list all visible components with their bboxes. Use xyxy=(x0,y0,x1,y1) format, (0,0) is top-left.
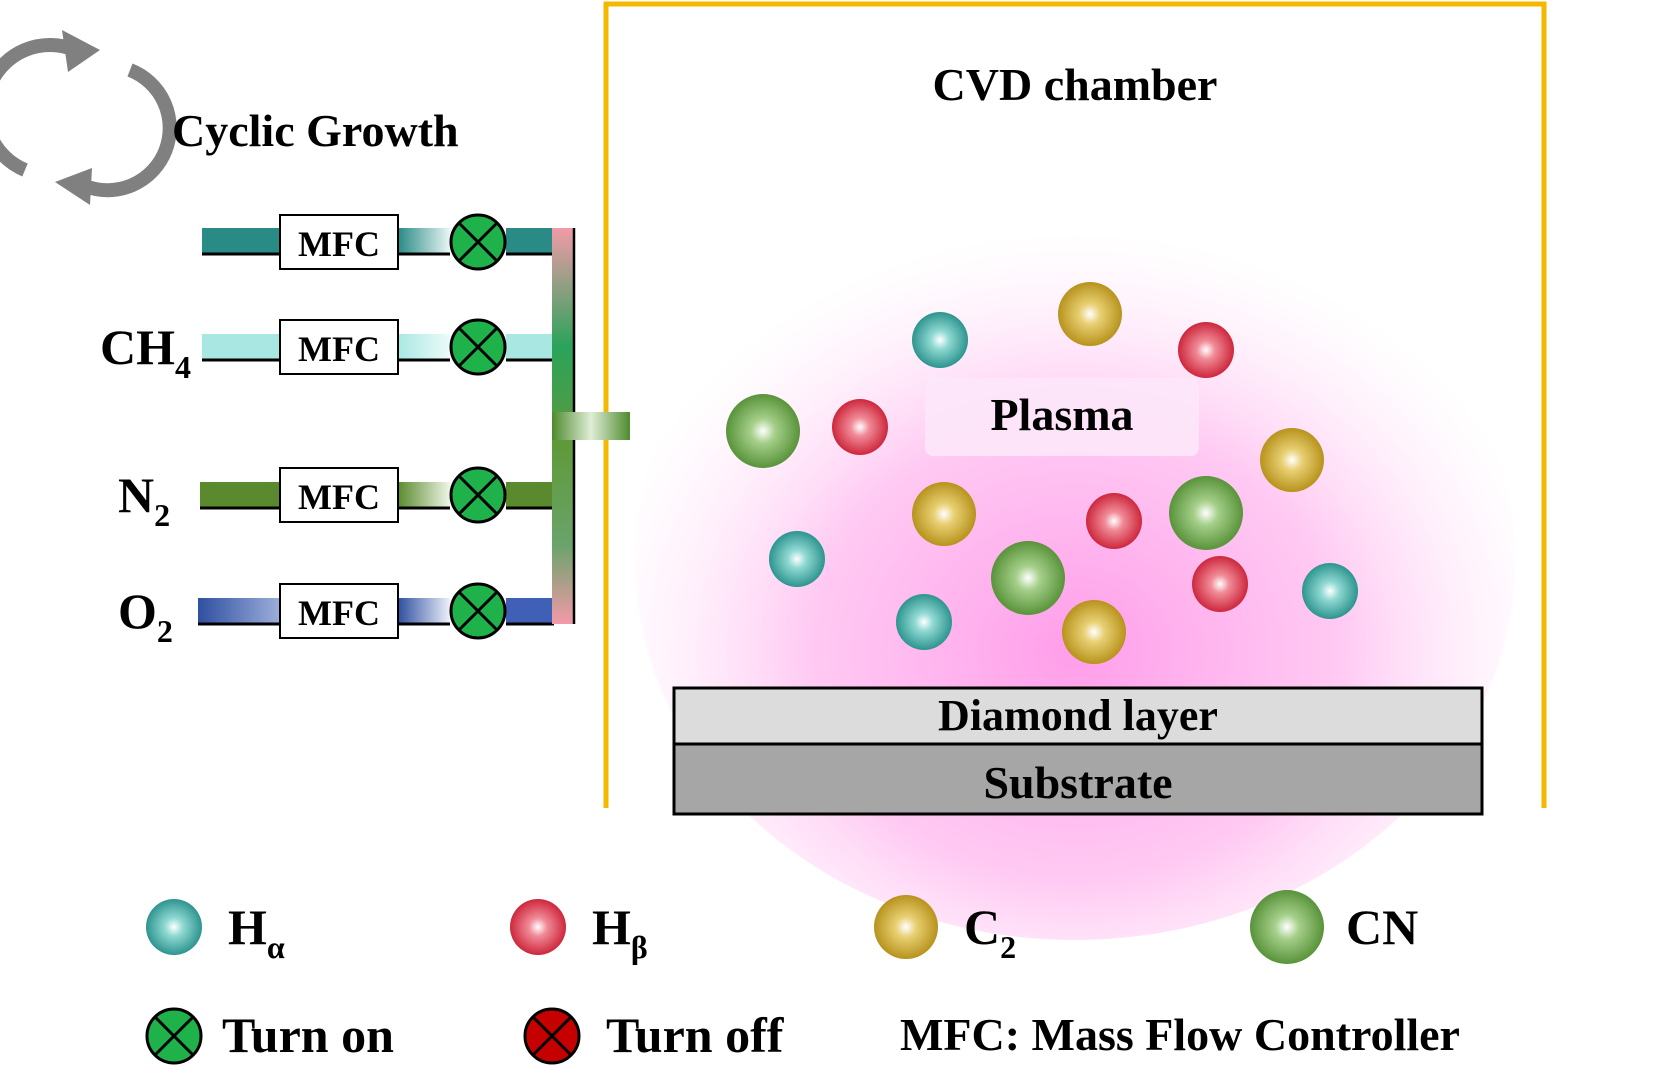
h-beta-sphere xyxy=(1178,322,1234,378)
c2-sphere xyxy=(912,482,976,546)
mfc-box xyxy=(279,467,399,523)
h-alpha-sphere xyxy=(769,531,825,587)
green-sphere-icon xyxy=(1250,890,1324,964)
manifold-outlet xyxy=(552,412,630,440)
legend-item-c2: C2 xyxy=(874,895,1016,965)
c2-sphere xyxy=(1062,600,1126,664)
c2-sphere xyxy=(1058,282,1122,346)
gas-line-o2: O2 MFC xyxy=(118,582,554,649)
valve-on-icon[interactable] xyxy=(449,213,507,271)
svg-text:Hβ: Hβ xyxy=(592,899,648,965)
turn-off-label: Turn off xyxy=(606,1007,785,1063)
teal-sphere-icon xyxy=(146,899,202,955)
substrate xyxy=(672,742,1484,816)
mfc-box xyxy=(279,214,399,270)
valve-on-icon xyxy=(145,1007,203,1065)
plasma-species xyxy=(726,282,1358,664)
legend-item-cn: CN xyxy=(1250,890,1418,964)
gas-line-ch4: CH4 MFC xyxy=(100,318,554,385)
legend-item-turn-off: Turn off xyxy=(523,1007,785,1065)
cvd-chamber: CVD chamber xyxy=(603,1,1547,808)
cyclic-arrows-icon xyxy=(0,30,177,205)
valve-on-icon[interactable] xyxy=(449,582,507,640)
plasma-label-box xyxy=(925,378,1199,456)
legend-item-h-alpha: Hα xyxy=(146,899,285,965)
mfc-box xyxy=(279,319,399,375)
gold-sphere-icon xyxy=(874,895,938,959)
cn-sphere xyxy=(726,394,800,468)
chamber-title: CVD chamber xyxy=(933,59,1218,110)
h-alpha-sphere xyxy=(912,312,968,368)
gas-label-ch4: CH4 xyxy=(100,319,191,385)
diamond-layer-label: Diamond layer xyxy=(938,691,1218,740)
gas-line-n2: N2 MFC xyxy=(118,466,554,533)
valve-off-icon xyxy=(523,1007,581,1065)
red-sphere-icon xyxy=(510,899,566,955)
valve-on-icon[interactable] xyxy=(449,318,507,376)
legend-item-h-beta: Hβ xyxy=(510,899,648,965)
cn-sphere xyxy=(1169,476,1243,550)
mfc-box xyxy=(279,583,399,639)
diagram-title: Cyclic Growth xyxy=(172,105,459,156)
diamond-layer xyxy=(672,686,1484,746)
mfc-label: MFC xyxy=(298,593,380,633)
h-beta-sphere xyxy=(832,399,888,455)
turn-on-label: Turn on xyxy=(222,1007,394,1063)
substrate-label: Substrate xyxy=(983,757,1172,808)
gas-label-n2: N2 xyxy=(118,467,170,533)
svg-text:C2: C2 xyxy=(964,899,1016,965)
legend: Hα Hβ C2 CN Turn on xyxy=(145,890,1460,1065)
plasma-label: Plasma xyxy=(990,389,1133,440)
h-beta-sphere xyxy=(1086,493,1142,549)
svg-text:CN: CN xyxy=(1346,899,1418,955)
mfc-label: MFC xyxy=(298,477,380,517)
h-alpha-sphere xyxy=(1302,563,1358,619)
gas-manifold xyxy=(552,228,630,624)
mfc-label: MFC xyxy=(298,224,380,264)
mfc-label: MFC xyxy=(298,329,380,369)
legend-item-turn-on: Turn on xyxy=(145,1007,394,1065)
h-beta-sphere xyxy=(1192,556,1248,612)
h-alpha-sphere xyxy=(896,594,952,650)
mfc-note: MFC: Mass Flow Controller xyxy=(900,1009,1460,1060)
cn-sphere xyxy=(991,541,1065,615)
gas-label-o2: O2 xyxy=(118,583,173,649)
valve-on-icon[interactable] xyxy=(449,466,507,524)
gas-line-1: MFC xyxy=(202,213,554,271)
svg-text:Hα: Hα xyxy=(228,899,285,965)
c2-sphere xyxy=(1260,428,1324,492)
